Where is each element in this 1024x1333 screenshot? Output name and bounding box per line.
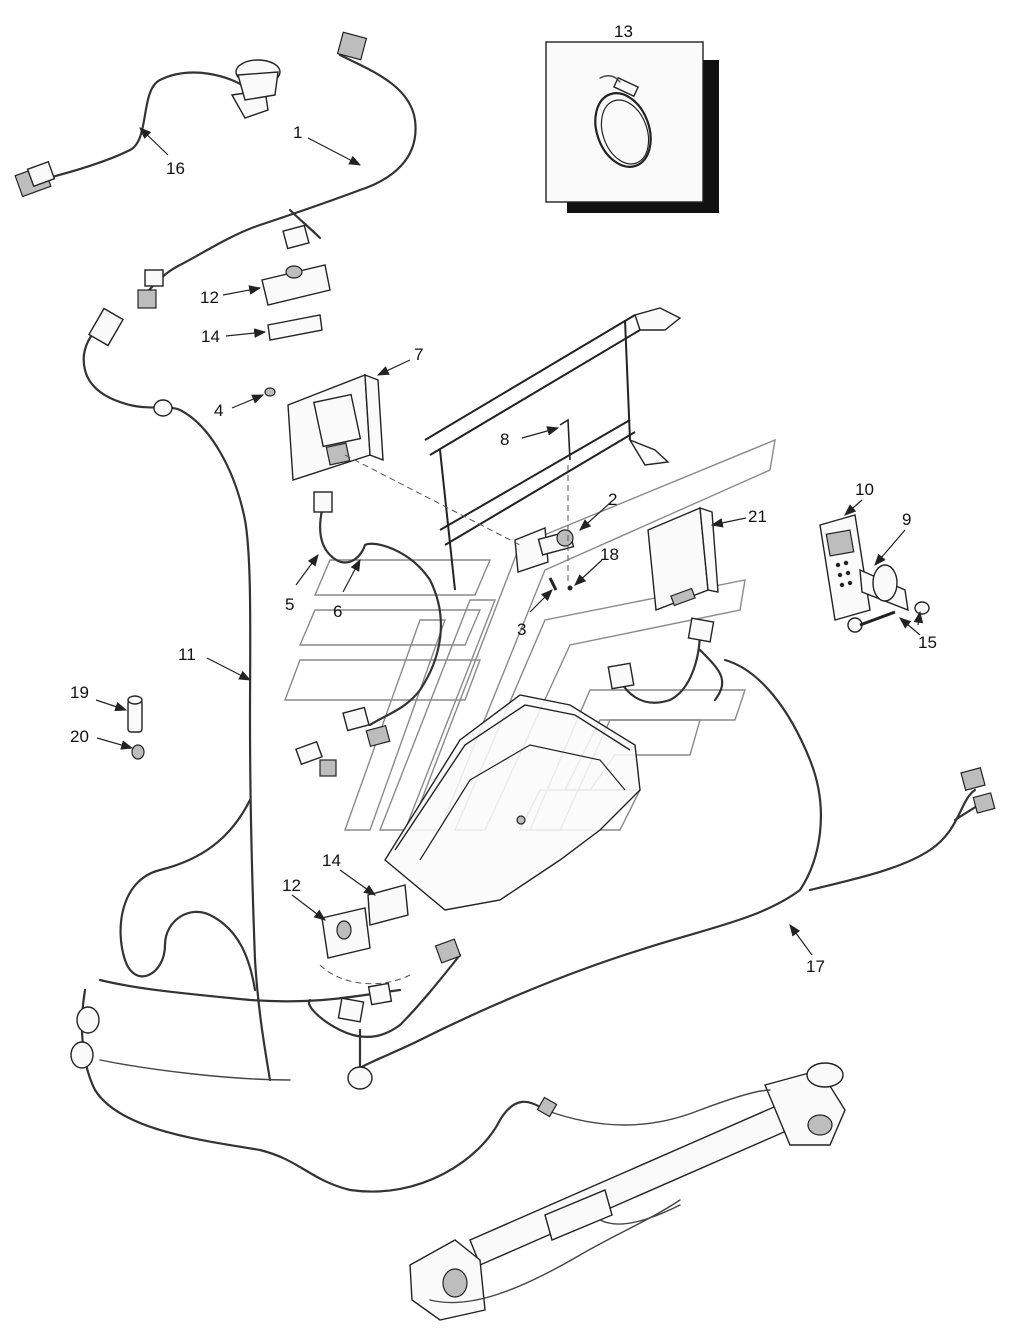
callout-9: 9 — [902, 510, 911, 529]
wire-harness-11 — [70, 307, 547, 1193]
nut-4 — [264, 387, 276, 397]
round-connector-left — [70, 1006, 100, 1069]
console-tray — [384, 694, 641, 911]
display-7 — [287, 373, 384, 481]
decal-14-bottom — [367, 884, 409, 926]
switch-12-top — [261, 264, 331, 306]
clip-20 — [131, 744, 145, 760]
wire-harness-1 — [14, 31, 417, 309]
screw-3 — [548, 577, 558, 591]
callouts: 1 2 3 4 5 6 7 8 9 10 11 12 12 13 14 14 1 — [70, 22, 937, 976]
connector-1-top — [336, 31, 368, 61]
callout-11: 11 — [178, 645, 196, 664]
callout-12-top: 12 — [200, 288, 219, 307]
connector-1-branch — [282, 224, 310, 250]
callout-7: 7 — [414, 345, 423, 364]
connector-11-mid-b — [319, 759, 337, 777]
callout-16: 16 — [166, 159, 185, 178]
callout-14-top: 14 — [201, 327, 220, 346]
nut-15 — [914, 601, 930, 615]
callout-3: 3 — [517, 620, 526, 639]
callout-15: 15 — [918, 633, 937, 652]
pin-19 — [127, 695, 143, 733]
callout-13: 13 — [614, 22, 633, 41]
mount-frame-8 — [424, 307, 682, 591]
handheld-10 — [819, 514, 871, 621]
module-21 — [647, 506, 719, 611]
washer-18 — [567, 585, 573, 591]
callout-20: 20 — [70, 727, 89, 746]
grommet-11 — [153, 399, 173, 417]
callout-14-bottom: 14 — [322, 851, 341, 870]
callout-6: 6 — [333, 602, 342, 621]
bracket-9 — [859, 564, 909, 612]
bolt-15 — [847, 610, 896, 633]
connector-11-mid — [295, 740, 323, 766]
wire-harness-5-6 — [313, 491, 442, 748]
bracket-2 — [514, 527, 575, 573]
connector-1-plug-a — [144, 269, 164, 287]
callout-12-bottom: 12 — [282, 876, 301, 895]
wire-harness-17 — [348, 617, 996, 1077]
hydraulic-cylinder — [409, 1062, 846, 1321]
callout-5: 5 — [285, 595, 294, 614]
callout-1: 1 — [293, 123, 302, 142]
callout-2: 2 — [608, 490, 617, 509]
connector-11-top — [88, 307, 124, 347]
connector-16-plug — [14, 160, 56, 198]
callout-17: 17 — [806, 957, 825, 976]
lower-harness — [307, 938, 462, 1090]
inset-box-13 — [545, 41, 719, 213]
connector-1-plug-b — [137, 289, 157, 309]
switch-12-bottom — [321, 907, 371, 959]
callout-4: 4 — [214, 401, 223, 420]
callout-8: 8 — [500, 430, 509, 449]
callout-18: 18 — [600, 545, 619, 564]
callout-10: 10 — [855, 480, 874, 499]
callout-19: 19 — [70, 683, 89, 702]
round-connector-top — [230, 59, 281, 119]
callout-21: 21 — [748, 507, 767, 526]
decal-14-top — [267, 314, 323, 341]
